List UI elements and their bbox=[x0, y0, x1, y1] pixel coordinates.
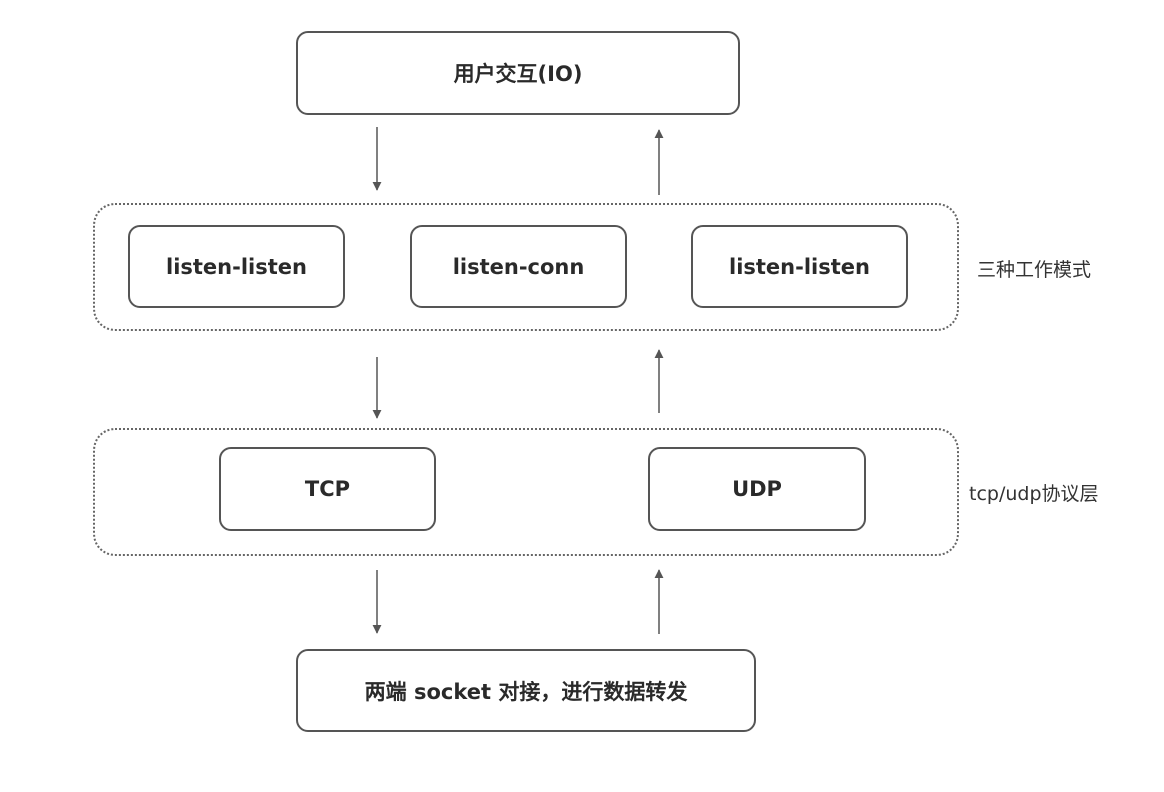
tcp-box: TCP bbox=[219, 447, 436, 531]
mode-box-label: listen-listen bbox=[166, 254, 307, 279]
udp-label: UDP bbox=[732, 477, 782, 501]
udp-box: UDP bbox=[648, 447, 866, 531]
mode-box-label: listen-listen bbox=[729, 254, 870, 279]
mode-box-listen-conn: listen-conn bbox=[410, 225, 627, 308]
work-mode-group bbox=[93, 203, 959, 331]
socket-forwarding-box: 两端 socket 对接，进行数据转发 bbox=[296, 649, 756, 732]
protocol-layer-group bbox=[93, 428, 959, 556]
tcp-label: TCP bbox=[304, 477, 351, 501]
socket-forwarding-label: 两端 socket 对接，进行数据转发 bbox=[364, 679, 688, 704]
mode-box-label: listen-conn bbox=[452, 254, 585, 279]
work-mode-group-label: 三种工作模式 bbox=[977, 259, 1092, 281]
user-interaction-box: 用户交互(IO) bbox=[296, 31, 740, 115]
user-interaction-label: 用户交互(IO) bbox=[453, 62, 583, 86]
mode-box-listen-listen-1: listen-listen bbox=[128, 225, 345, 308]
mode-box-listen-listen-2: listen-listen bbox=[691, 225, 908, 308]
protocol-layer-group-label: tcp/udp协议层 bbox=[969, 483, 1099, 505]
